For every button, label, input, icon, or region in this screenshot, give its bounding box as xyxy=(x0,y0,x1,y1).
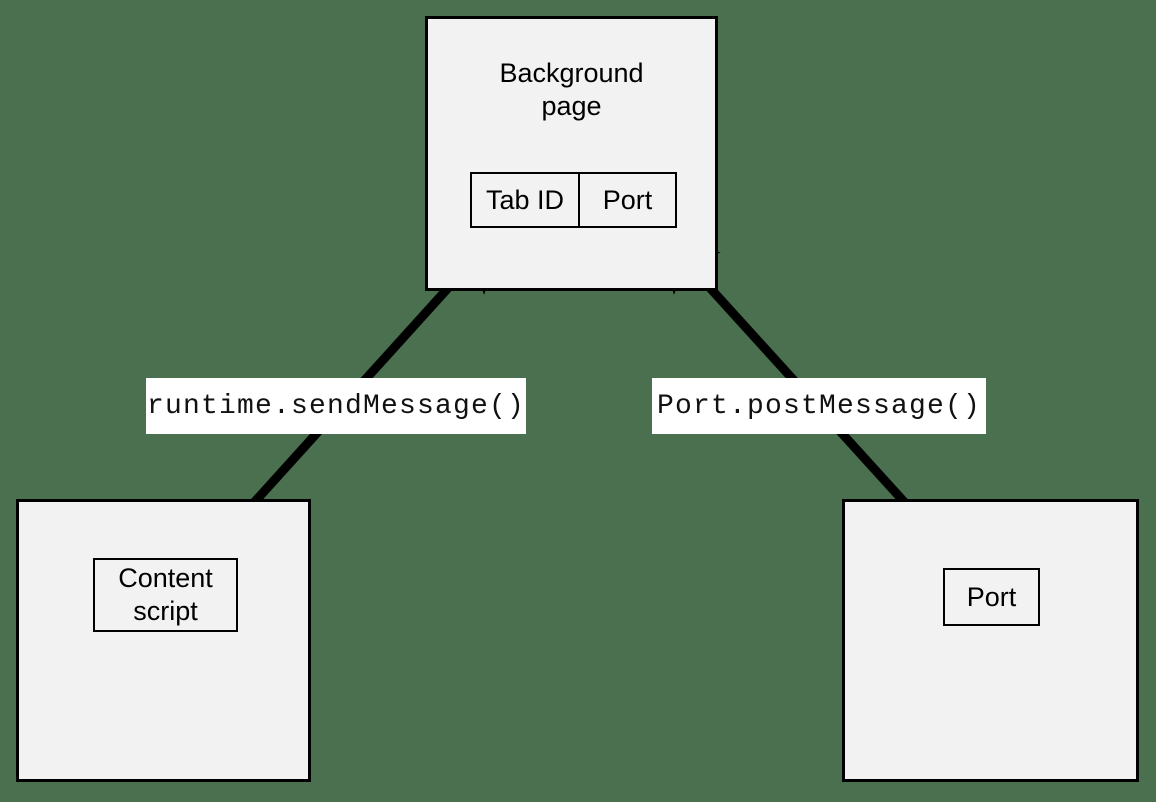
devtools-document-box: Devtools document xyxy=(842,499,1139,782)
table-cell-tab-id-label: Tab ID xyxy=(485,184,565,215)
background-page-title: Background page xyxy=(499,58,644,121)
content-script-box: Content script xyxy=(93,558,238,632)
devtools-port-box: Port xyxy=(943,568,1040,626)
background-page-port-table: Tab ID Port xyxy=(470,172,677,228)
table-cell-port: Port xyxy=(580,174,675,226)
background-page-box: Background page xyxy=(425,16,718,291)
content-document-box: Content document xyxy=(16,499,311,782)
edge-label-send-message: runtime.sendMessage() xyxy=(146,378,526,434)
devtools-port-label: Port xyxy=(966,581,1017,612)
table-cell-tab-id: Tab ID xyxy=(472,174,580,226)
table-cell-port-label: Port xyxy=(602,184,653,215)
content-script-label: Content script xyxy=(118,563,213,626)
edge-label-post-message: Port.postMessage() xyxy=(652,378,986,434)
